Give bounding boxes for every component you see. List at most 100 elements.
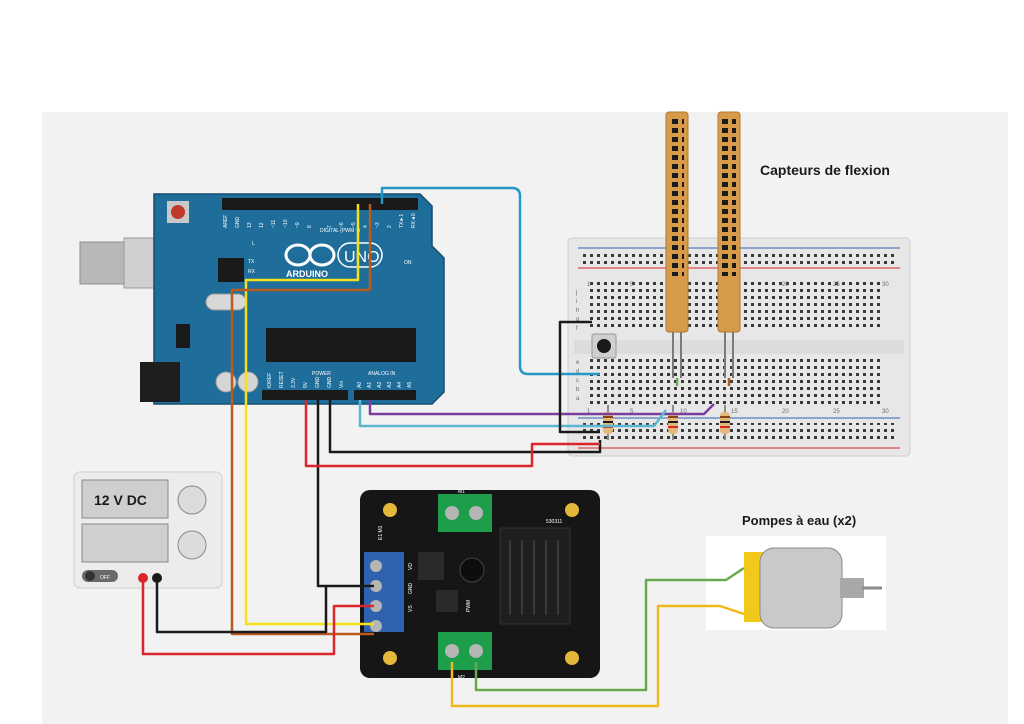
pin-label: A3 bbox=[387, 382, 393, 388]
power-switch-label: OFF bbox=[100, 575, 110, 581]
resistor-2 bbox=[668, 405, 678, 440]
wire-green-pump bbox=[474, 566, 745, 692]
usb-connector bbox=[79, 241, 127, 285]
pin-label: 13 bbox=[247, 222, 253, 228]
pin-label: A2 bbox=[377, 382, 383, 388]
wire-black-gnd-breadboard bbox=[558, 320, 600, 434]
bb-col-5: 5 bbox=[630, 282, 634, 288]
driver-gnd-label: GND bbox=[408, 583, 414, 595]
pin-label: 3.3V bbox=[291, 377, 297, 388]
pin-label: 8 bbox=[307, 225, 313, 228]
power-header-label: POWER bbox=[312, 371, 331, 377]
bb-row-h: h bbox=[576, 308, 579, 314]
bb-col-30: 30 bbox=[882, 282, 889, 288]
bb-col-10-bottom: 10 bbox=[680, 409, 687, 415]
digital-header-label: DIGITAL (PWM ~) bbox=[320, 228, 360, 234]
bb-col-1-bottom: 1 bbox=[587, 409, 591, 415]
arduino-brand: ARDUINO bbox=[286, 269, 328, 279]
driver-e1m1-label: E1 M1 bbox=[378, 525, 384, 540]
wire-red-supply bbox=[141, 578, 374, 656]
pin-label: ~11 bbox=[271, 220, 277, 228]
bb-row-e: e bbox=[576, 360, 580, 366]
voltage-knob bbox=[177, 485, 207, 515]
driver-vd-label: VD bbox=[408, 563, 414, 570]
pin-label: ~9 bbox=[295, 222, 301, 228]
arduino-logo bbox=[284, 243, 336, 267]
microcontroller-chip bbox=[266, 328, 416, 362]
bb-col-1: 1 bbox=[587, 282, 591, 288]
pump-end-cap bbox=[744, 552, 764, 622]
wire-black-gnd-driver bbox=[316, 400, 374, 588]
analog-header bbox=[354, 390, 416, 400]
bb-col-20-bottom: 20 bbox=[782, 409, 789, 415]
pushbutton bbox=[591, 333, 617, 359]
driver-m1-label: M1 bbox=[458, 489, 465, 495]
bb-col-30-bottom: 30 bbox=[882, 409, 889, 415]
digital-pin-labels: AREF GND 13 12 ~11 ~10 ~9 8 7 ~6 ~5 4 ~3… bbox=[223, 213, 417, 228]
driver-m2-label: M2 bbox=[458, 675, 465, 681]
bb-row-g: g bbox=[576, 317, 579, 323]
bb-col-25-bottom: 25 bbox=[833, 409, 840, 415]
wire-red-5v bbox=[304, 400, 600, 468]
wire-black-supply bbox=[155, 578, 328, 634]
bb-col-15-bottom: 15 bbox=[731, 409, 738, 415]
driver-pwm-label: PWM bbox=[466, 600, 472, 612]
bb-row-b: b bbox=[576, 387, 580, 393]
pin-label: RX◄0 bbox=[411, 213, 417, 228]
wires bbox=[141, 186, 745, 708]
l-led-label: L bbox=[252, 241, 255, 247]
bb-row-f: f bbox=[576, 326, 578, 332]
driver-vs-label: VS bbox=[408, 605, 414, 612]
wire-black-gnd-arduino bbox=[328, 400, 602, 454]
pin-label: GND bbox=[315, 377, 321, 389]
power-jack bbox=[140, 362, 180, 402]
pin-label: RESET bbox=[279, 371, 285, 388]
power-terminal-block bbox=[364, 552, 404, 632]
pin-label: 12 bbox=[259, 222, 265, 228]
arduino-model: UNO bbox=[344, 249, 380, 266]
pin-label: GND bbox=[327, 377, 333, 389]
bb-row-a: a bbox=[576, 396, 580, 402]
pin-label: IOREF bbox=[267, 373, 273, 388]
power-supply: 12 V DC OFF bbox=[73, 471, 223, 589]
pin-label: A5 bbox=[407, 382, 413, 388]
tx-led-label: TX bbox=[248, 259, 255, 265]
current-knob bbox=[177, 530, 207, 560]
resistor-1 bbox=[603, 405, 613, 440]
arduino-uno-board: ARDUINO UNO DIGITAL (PWM ~) POWER ANALOG… bbox=[79, 193, 445, 405]
bb-row-i: i bbox=[576, 299, 577, 305]
wire-orange bbox=[230, 204, 374, 636]
analog-pin-labels: A0 A1 A2 A3 A4 A5 bbox=[357, 382, 413, 388]
pin-label: ~3 bbox=[375, 222, 381, 228]
analog-header-label: ANALOG IN bbox=[368, 371, 396, 377]
pin-label: A4 bbox=[397, 382, 403, 388]
flex-sensor-2 bbox=[717, 111, 741, 378]
pump-motor-body bbox=[759, 547, 843, 629]
pin-label: TX►1 bbox=[399, 214, 405, 228]
driver-product-code: 530311 bbox=[546, 519, 563, 525]
bb-row-d: d bbox=[576, 369, 579, 375]
pin-label: A1 bbox=[367, 382, 373, 388]
digital-header bbox=[222, 198, 418, 210]
wire-lightblue bbox=[358, 400, 667, 428]
pin-label: 5V bbox=[303, 381, 309, 388]
wire-yellow bbox=[244, 204, 374, 626]
pin-label: ~10 bbox=[283, 219, 289, 228]
flex-sensors-label: Capteurs de flexion bbox=[760, 162, 890, 178]
bb-col-5-bottom: 5 bbox=[630, 409, 634, 415]
pin-label: Vin bbox=[339, 381, 345, 388]
power-supply-display: 12 V DC bbox=[94, 492, 147, 508]
power-pin-labels: IOREF RESET 3.3V 5V GND GND Vin bbox=[267, 371, 345, 388]
pin-label: AREF bbox=[223, 215, 229, 228]
pin-label: GND bbox=[235, 217, 241, 229]
wire-purple bbox=[368, 400, 715, 416]
power-header bbox=[262, 390, 348, 400]
bb-col-25: 25 bbox=[833, 282, 840, 288]
motor-driver-board: M1 M2 E1 M1 VD GND VS 530311 PWM bbox=[360, 489, 600, 681]
water-pump bbox=[706, 536, 886, 630]
pin-label: 2 bbox=[387, 225, 393, 228]
pin-label: 7 bbox=[327, 225, 333, 228]
center-channel bbox=[574, 340, 904, 354]
wire-gold-pump bbox=[450, 604, 745, 708]
